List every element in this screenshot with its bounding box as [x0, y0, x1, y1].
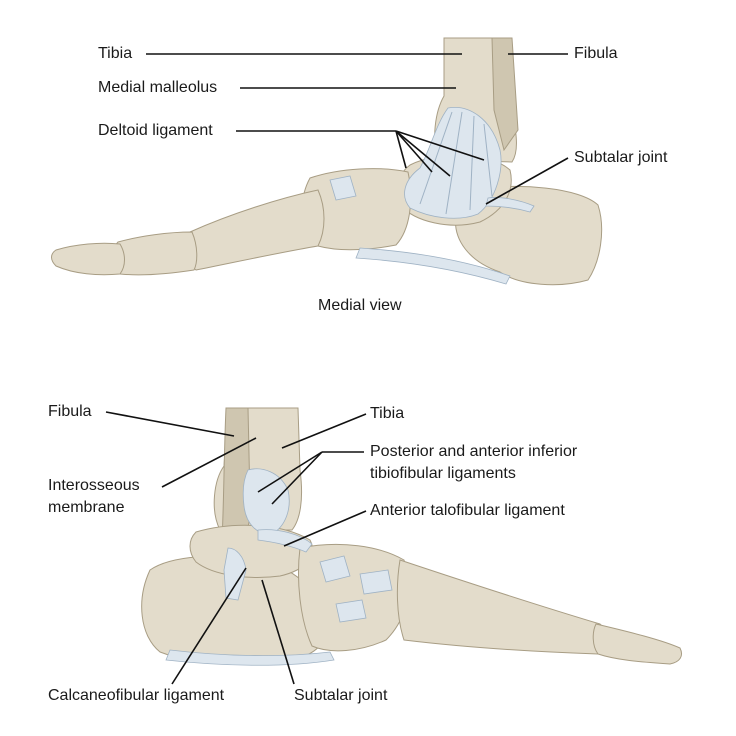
label-medial-tibia: Tibia — [98, 45, 133, 62]
label-medial-subtalar-joint: Subtalar joint — [574, 149, 668, 166]
label-medial-fibula: Fibula — [574, 45, 618, 62]
label-interosseous-line1: Interosseous — [48, 477, 140, 494]
label-calcaneofibular-ligament: Calcaneofibular ligament — [48, 687, 225, 704]
label-deltoid-ligament: Deltoid ligament — [98, 122, 213, 139]
lateral-midfoot-bones — [298, 543, 409, 652]
label-anterior-talofibular-ligament: Anterior talofibular ligament — [370, 502, 565, 519]
lateral-midfoot-ligament-3 — [335, 599, 367, 623]
lateral-foot-illustration — [141, 407, 683, 666]
medial-view-caption: Medial view — [318, 297, 402, 314]
label-inferior-tibiofibular-line2: tibiofibular ligaments — [370, 465, 516, 482]
leader-calcaneofibular — [171, 567, 247, 685]
label-lateral-tibia: Tibia — [370, 405, 405, 422]
label-inferior-tibiofibular-line1: Posterior and anterior inferior — [370, 443, 578, 460]
label-lateral-subtalar-joint: Subtalar joint — [294, 687, 388, 704]
medial-midfoot-ligament — [329, 175, 357, 201]
lateral-midfoot-ligament-2 — [359, 569, 393, 595]
leader-lines — [105, 53, 569, 685]
leader-deltoid-4 — [395, 130, 485, 161]
leader-deltoid-2 — [395, 130, 433, 173]
label-interosseous-line2: membrane — [48, 499, 125, 516]
medial-foot-illustration — [51, 37, 603, 286]
medial-plantar-ligament — [355, 247, 511, 285]
leader-deltoid-3 — [395, 130, 451, 177]
leader-medial-subtalar — [485, 157, 569, 205]
medial-fibula-bone — [491, 37, 519, 152]
lateral-talofibular-ligament-shape — [257, 529, 313, 553]
leader-anterior-talofibular — [283, 510, 367, 547]
leader-interosseous — [161, 437, 257, 488]
leader-lateral-tibia — [281, 413, 367, 449]
medial-phalanx-distal — [51, 242, 125, 276]
label-lateral-fibula: Fibula — [48, 403, 92, 420]
medial-metatarsal-bone — [184, 189, 325, 271]
label-medial-malleolus: Medial malleolus — [98, 79, 218, 96]
lateral-calcaneofibular-ligament-shape — [223, 547, 247, 601]
leader-deltoid-1 — [395, 130, 407, 169]
lateral-metatarsal-bones — [396, 559, 609, 655]
leader-inferior-tibiofibular-3 — [271, 451, 323, 505]
medial-subtalar-ligament — [485, 197, 535, 213]
lateral-plantar-ligament — [165, 649, 335, 666]
leader-lateral-subtalar — [261, 579, 295, 685]
lateral-phalanges — [592, 623, 683, 665]
medial-phalanx-proximal — [111, 231, 198, 276]
leader-lateral-fibula — [105, 411, 235, 437]
lateral-midfoot-ligament-1 — [319, 555, 351, 583]
leader-inferior-tibiofibular-2 — [257, 451, 323, 493]
